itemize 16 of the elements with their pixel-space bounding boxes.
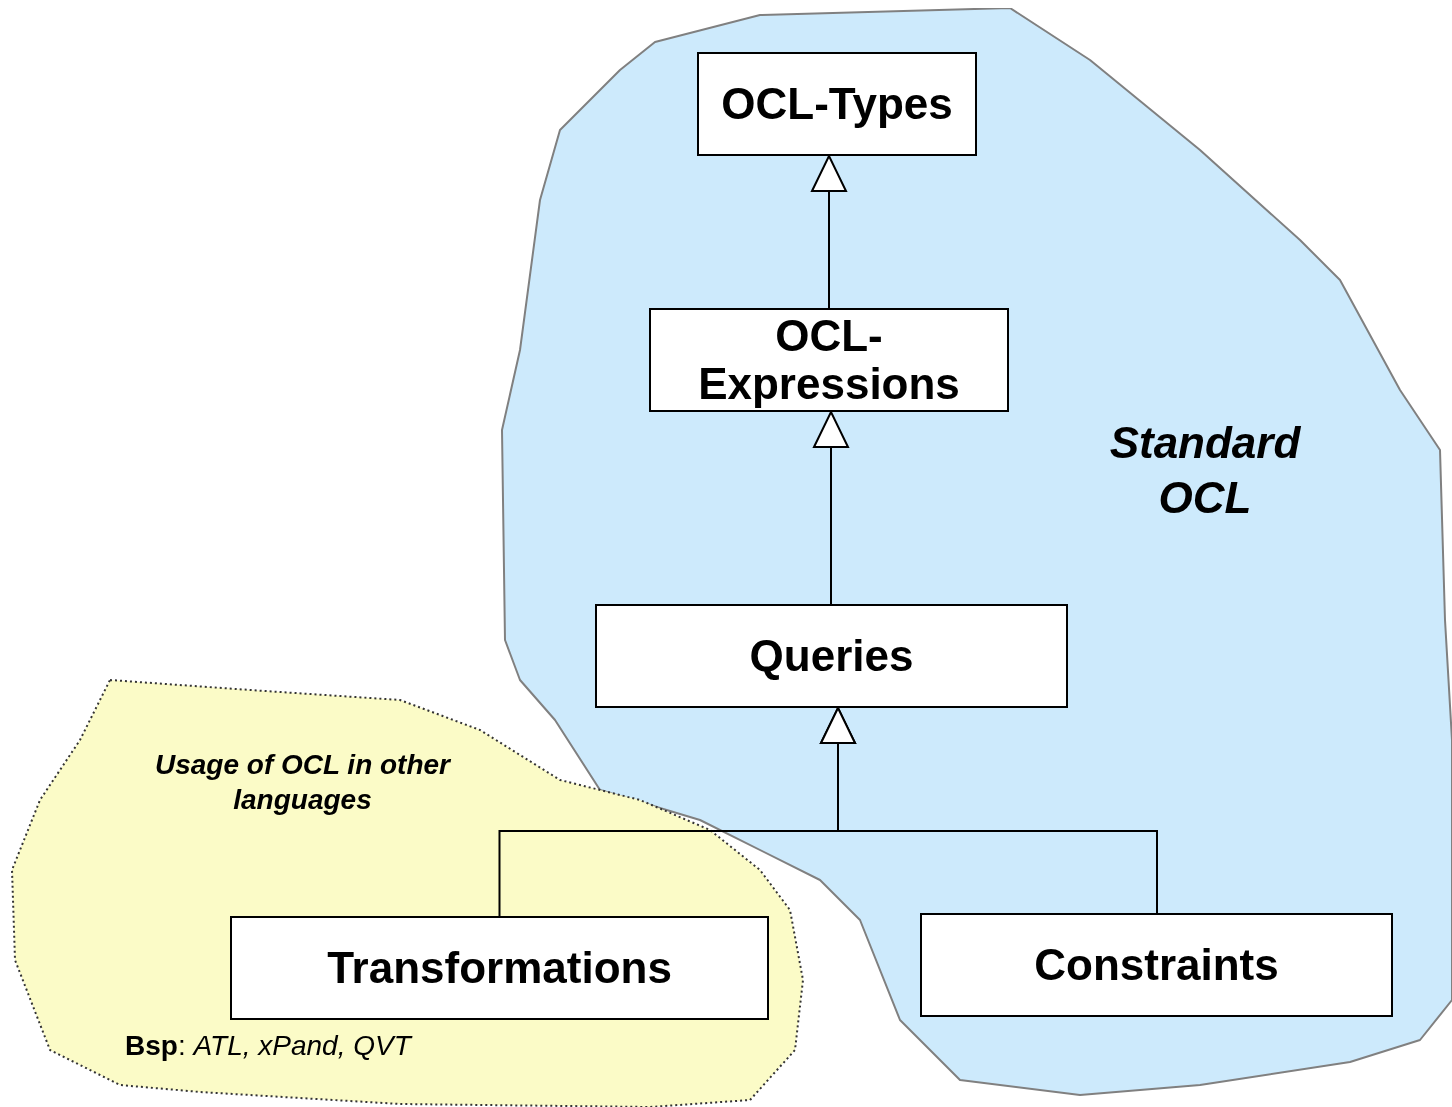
inheritance-arrow (813, 411, 849, 605)
class-box (595, 604, 1068, 708)
class-name: OCL-Types (721, 79, 953, 129)
class-name: Queries (749, 631, 914, 681)
region-label: Usage of OCL in other languages (153, 748, 452, 817)
class-box (649, 308, 1009, 412)
inheritance-arrow (811, 155, 847, 309)
class-name: OCL-Expressions (697, 311, 961, 409)
class-name: Transformations (327, 943, 672, 993)
class-box (697, 52, 977, 156)
class-box (920, 913, 1393, 1017)
class-name: Constraints (1034, 940, 1279, 990)
inheritance-arrow (820, 707, 1158, 914)
class-box (230, 916, 769, 1020)
example-note: Bsp: ATL, xPand, QVT (125, 1030, 411, 1062)
region-label: Standard OCL (1108, 417, 1302, 524)
